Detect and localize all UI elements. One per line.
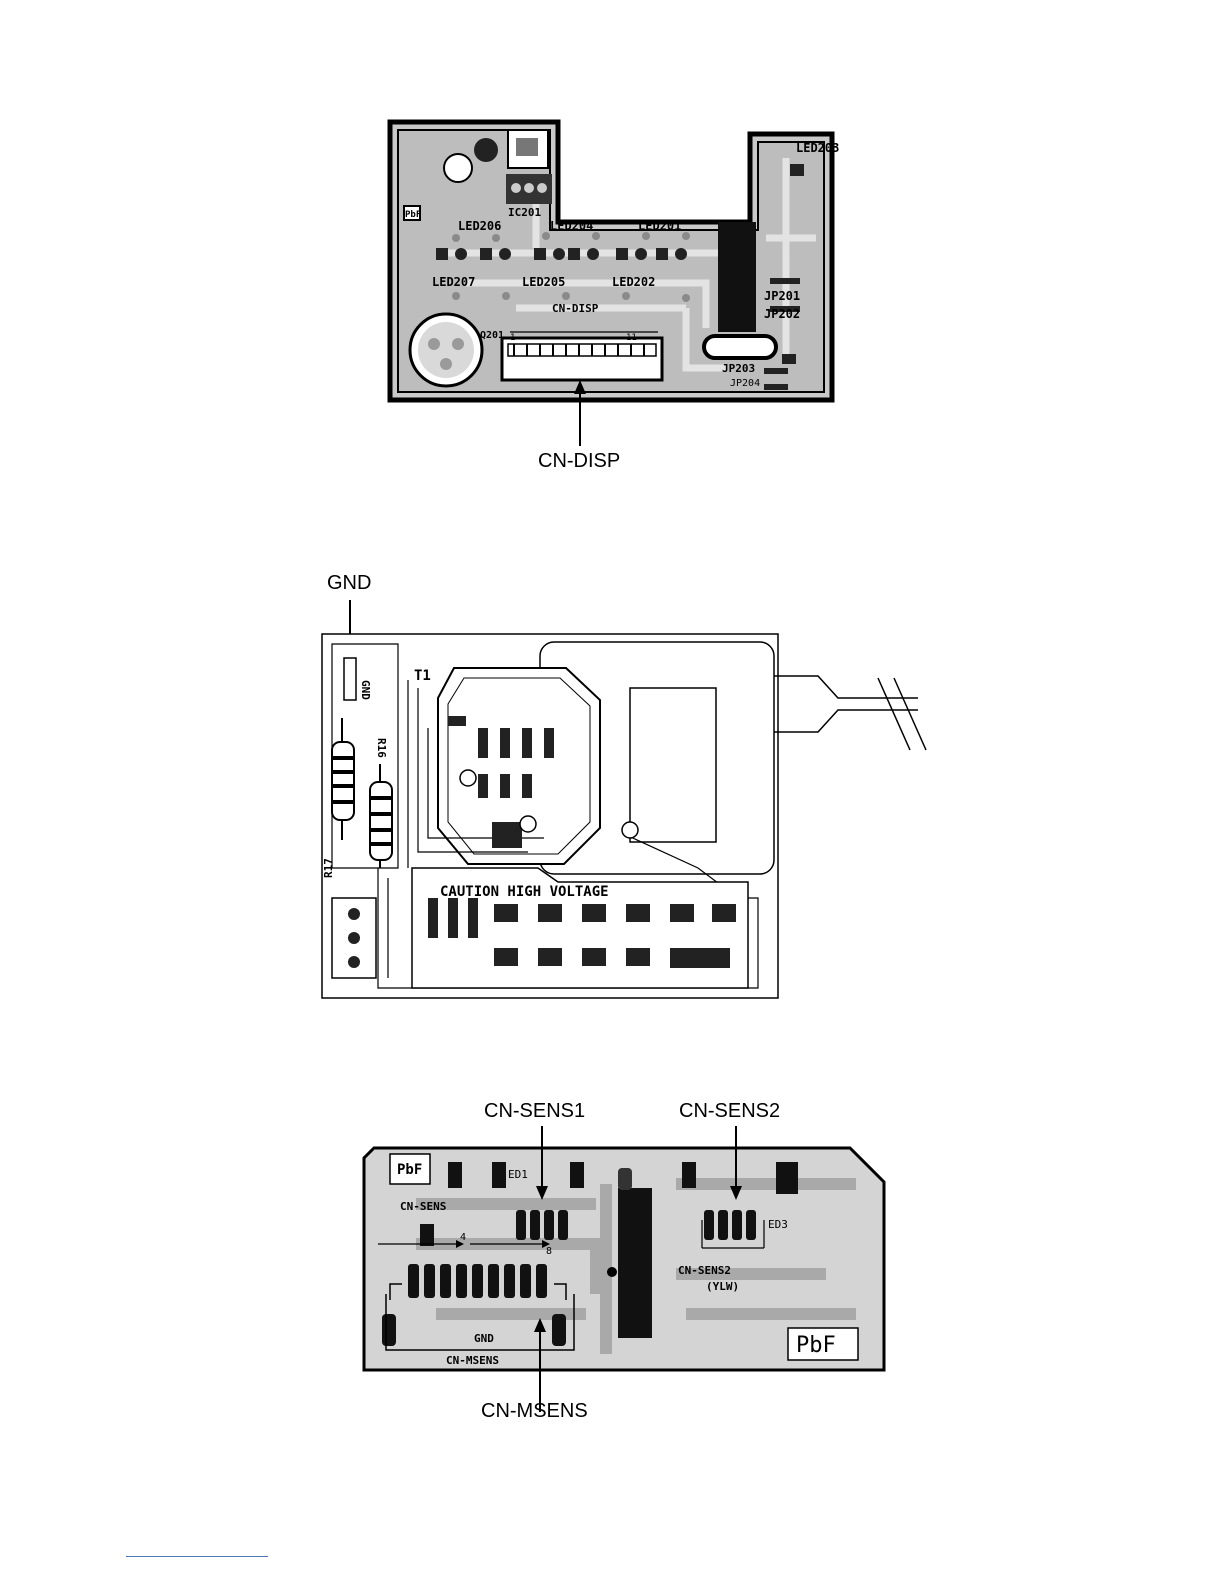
gnd-silk-label: GND	[359, 680, 372, 700]
cn-sens1-callout-label: CN-SENS1	[484, 1100, 585, 1123]
pin-8-label: 8	[546, 1246, 552, 1257]
led206-label: LED206	[458, 219, 501, 233]
pbf-top-mark: PbF	[397, 1162, 422, 1178]
cn-sens2-silk-label: CN-SENS2	[678, 1264, 731, 1277]
caution-high-voltage-label: CAUTION HIGH VOLTAGE	[440, 884, 609, 900]
ic-package	[718, 222, 756, 332]
led205-label: LED205	[522, 275, 565, 289]
pbf-bottom-mark: PbF	[796, 1333, 836, 1358]
gnd-silk-label-sensor: GND	[474, 1332, 494, 1345]
pbf-mark: PbF	[405, 210, 421, 220]
cn-msens-callout-label: CN-MSENS	[481, 1400, 588, 1423]
jp203-label: JP203	[722, 362, 755, 375]
pin-1-label: 1	[510, 333, 515, 343]
sensor-board-diagram: PbF PbF CN-SENS CN-SENS2 (YLW) CN-MSENS …	[356, 1124, 892, 1414]
gnd-pad	[344, 658, 356, 700]
led202-label: LED202	[612, 275, 655, 289]
hv-board-pcb: GND T1 CAUTION HIGH VOLTAGE R17 R16	[318, 568, 938, 1008]
led203-label: LED203	[796, 141, 839, 155]
hv-board-diagram: GND T1 CAUTION HIGH VOLTAGE R17 R16	[318, 568, 938, 1008]
pin-4-label: 4	[460, 1232, 466, 1243]
ed3-silk-label: ED3	[768, 1218, 788, 1231]
cn-sens-silk-label: CN-SENS	[400, 1200, 446, 1213]
r17-label: R17	[322, 858, 335, 878]
pin-11-label: 11	[626, 333, 637, 343]
q201-label: Q201	[480, 330, 504, 341]
led201-label: LED201	[638, 219, 681, 233]
led204-label: LED204	[550, 219, 593, 233]
jp202-label: JP202	[764, 307, 800, 321]
cn-disp-silk-label: CN-DISP	[552, 302, 599, 315]
t1-label: T1	[414, 668, 431, 684]
jp201-label: JP201	[764, 289, 800, 303]
r16-label: R16	[375, 738, 388, 758]
ed1-silk-label: ED1	[508, 1168, 528, 1181]
display-board-diagram: LED206 LED204 LED201 LED203 LED207 LED20…	[386, 118, 872, 478]
sensor-board-pcb: PbF PbF CN-SENS CN-SENS2 (YLW) CN-MSENS …	[356, 1124, 892, 1414]
ic201-label: IC201	[508, 206, 541, 219]
central-ic	[618, 1188, 652, 1338]
display-board-pcb: LED206 LED204 LED201 LED203 LED207 LED20…	[386, 118, 872, 478]
cn-sens2-callout-label: CN-SENS2	[679, 1100, 780, 1123]
cn-msens-silk-label: CN-MSENS	[446, 1354, 499, 1367]
jp204-label: JP204	[730, 378, 760, 389]
ylw-silk-label: (YLW)	[706, 1280, 739, 1293]
led207-label: LED207	[432, 275, 475, 289]
cn-disp-callout-label: CN-DISP	[538, 450, 620, 473]
footer-divider	[126, 1556, 268, 1557]
